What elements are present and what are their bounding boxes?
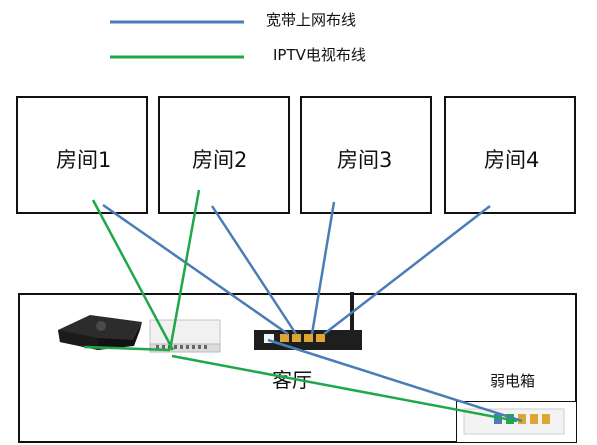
broadband-wiring xyxy=(102,201,523,423)
room-3-label: 房间3 xyxy=(337,148,393,172)
room-1-box xyxy=(16,96,148,214)
iptv-line-modem xyxy=(171,354,518,423)
room-2-box xyxy=(158,96,290,214)
room-4-label: 房间4 xyxy=(484,148,540,172)
iptv-line-stb xyxy=(83,345,171,352)
legend-iptv-label: IPTV电视布线 xyxy=(273,46,366,64)
legend-broadband-label: 宽带上网布线 xyxy=(266,11,357,29)
iptv-set-top-box-icon xyxy=(58,315,142,350)
room-4-box xyxy=(444,96,576,214)
iptv-line-room2 xyxy=(168,189,201,351)
room-1-label: 房间1 xyxy=(56,148,112,172)
weak-current-box-label: 弱电箱 xyxy=(490,372,536,390)
room-3-box xyxy=(300,96,432,214)
broadband-line-modem xyxy=(267,338,523,423)
broadband-line-room3 xyxy=(310,201,336,335)
room-2-label: 房间2 xyxy=(192,148,248,172)
broadband-line-room2 xyxy=(210,205,298,335)
broadband-line-room1 xyxy=(102,203,289,336)
iptv-line-room1 xyxy=(91,199,175,351)
broadband-line-room4 xyxy=(323,205,491,335)
switch-icon xyxy=(149,319,221,353)
iptv-wiring xyxy=(83,189,518,423)
